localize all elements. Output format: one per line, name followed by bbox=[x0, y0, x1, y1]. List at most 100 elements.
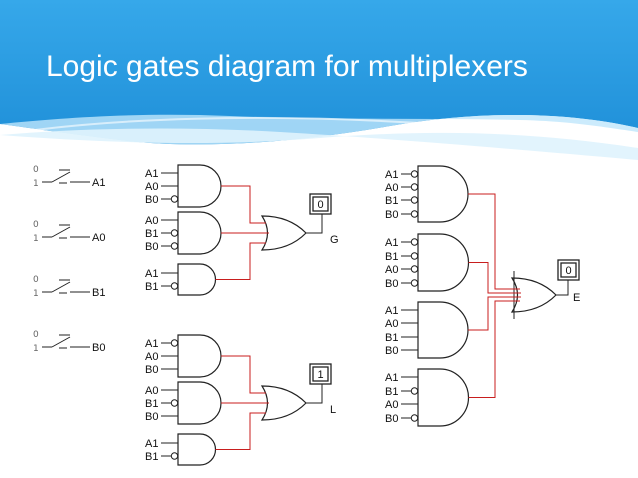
gate-input-label-b1: B1 bbox=[385, 332, 398, 344]
switch-lever bbox=[51, 281, 71, 293]
gate-input-label-a0: A0 bbox=[145, 351, 158, 363]
inverter-bubble bbox=[170, 399, 179, 407]
output-value: 1 bbox=[317, 369, 323, 381]
output-wire bbox=[306, 384, 323, 404]
and-gate bbox=[177, 263, 217, 296]
switch-zero-label: 0 bbox=[33, 330, 39, 340]
gate-input-label-b1: B1 bbox=[145, 281, 158, 293]
gate-input-label-a1: A1 bbox=[145, 438, 158, 450]
inverter-bubble bbox=[410, 183, 419, 191]
inverter-bubble bbox=[170, 229, 179, 237]
output-name-e: E bbox=[573, 292, 580, 304]
and-gate bbox=[417, 233, 470, 292]
gate-input-label-b1: B1 bbox=[145, 398, 158, 410]
and-gate bbox=[177, 211, 222, 255]
gate-input-label-a1: A1 bbox=[145, 168, 158, 180]
gate-input-label-a0: A0 bbox=[145, 215, 158, 227]
gate-input-label-b1: B1 bbox=[145, 228, 158, 240]
switch-name-b1: B1 bbox=[92, 287, 105, 299]
gate-input-label-b1: B1 bbox=[385, 251, 398, 263]
gate-input-label-b1: B1 bbox=[145, 451, 158, 463]
switch-lever bbox=[51, 336, 71, 348]
connection-wire bbox=[468, 296, 521, 331]
switch-name-a1: A1 bbox=[92, 177, 105, 189]
inverter-bubble bbox=[170, 339, 179, 347]
gate-input-label-a0: A0 bbox=[145, 385, 158, 397]
connection-wire bbox=[221, 355, 266, 394]
switch-name-b0: B0 bbox=[92, 342, 105, 354]
gate-input-label-a1: A1 bbox=[385, 372, 398, 384]
inverter-bubble bbox=[410, 170, 419, 178]
connection-wire bbox=[215, 242, 266, 280]
inverter-bubble bbox=[410, 414, 419, 422]
switch-zero-label: 0 bbox=[33, 220, 39, 230]
output-wire bbox=[556, 280, 569, 296]
gate-input-label-b0: B0 bbox=[145, 194, 158, 206]
gate-input-label-b0: B0 bbox=[145, 411, 158, 423]
connection-wire bbox=[221, 185, 266, 224]
inverter-bubble bbox=[170, 282, 179, 290]
gate-input-label-a0: A0 bbox=[385, 399, 398, 411]
gate-input-label-b0: B0 bbox=[385, 345, 398, 357]
switch-one-label: 1 bbox=[33, 344, 39, 354]
switch-one-label: 1 bbox=[33, 234, 39, 244]
switch-lever bbox=[51, 171, 71, 183]
output-indicator bbox=[560, 262, 577, 278]
output-value: 0 bbox=[317, 199, 323, 211]
and-gate bbox=[177, 334, 222, 378]
and-gate bbox=[177, 164, 222, 208]
output-name-g: G bbox=[330, 234, 339, 246]
output-wire bbox=[306, 214, 323, 234]
gate-input-label-a1: A1 bbox=[385, 169, 398, 181]
output-indicator bbox=[312, 366, 329, 382]
output-value: 0 bbox=[565, 265, 571, 277]
and-gate bbox=[417, 301, 469, 359]
inverter-bubble bbox=[170, 242, 179, 250]
and-gate bbox=[177, 381, 222, 425]
gate-input-label-b0: B0 bbox=[385, 278, 398, 290]
gate-input-label-b0: B0 bbox=[145, 364, 158, 376]
switch-zero-label: 0 bbox=[33, 165, 39, 175]
switch-name-a0: A0 bbox=[92, 232, 105, 244]
gate-input-label-b0: B0 bbox=[385, 413, 398, 425]
inverter-bubble bbox=[410, 252, 419, 260]
switch-zero-label: 0 bbox=[33, 275, 39, 285]
switch-lever bbox=[51, 226, 71, 238]
or-gate bbox=[510, 277, 557, 313]
gate-input-label-a1: A1 bbox=[145, 338, 158, 350]
gate-input-label-a1: A1 bbox=[145, 268, 158, 280]
gate-input-label-b0: B0 bbox=[385, 209, 398, 221]
gate-input-label-a0: A0 bbox=[385, 318, 398, 330]
inverter-bubble bbox=[170, 452, 179, 460]
connection-wire bbox=[215, 412, 266, 450]
inverter-bubble bbox=[410, 196, 419, 204]
gate-input-label-b1: B1 bbox=[385, 386, 398, 398]
gate-input-label-b1: B1 bbox=[385, 195, 398, 207]
inverter-bubble bbox=[410, 265, 419, 273]
and-gate bbox=[417, 368, 470, 427]
output-indicator bbox=[312, 196, 329, 212]
gate-input-label-a1: A1 bbox=[385, 237, 398, 249]
connection-wire bbox=[468, 193, 520, 290]
gate-input-label-a0: A0 bbox=[145, 181, 158, 193]
connection-wire bbox=[468, 300, 520, 398]
gate-input-label-a1: A1 bbox=[385, 305, 398, 317]
inverter-bubble bbox=[410, 279, 419, 287]
output-name-l: L bbox=[330, 404, 336, 416]
inverter-bubble bbox=[410, 210, 419, 218]
inverter-bubble bbox=[410, 238, 419, 246]
and-gate bbox=[177, 433, 217, 466]
connection-wire bbox=[468, 262, 521, 294]
gate-input-label-a0: A0 bbox=[385, 182, 398, 194]
page-title: Logic gates diagram for multiplexers bbox=[46, 50, 528, 83]
switch-one-label: 1 bbox=[33, 289, 39, 299]
header-banner bbox=[0, 0, 638, 160]
gate-input-label-b0: B0 bbox=[145, 241, 158, 253]
inverter-bubble bbox=[410, 387, 419, 395]
inverter-bubble bbox=[170, 195, 179, 203]
and-gate bbox=[417, 165, 469, 223]
switch-one-label: 1 bbox=[33, 179, 39, 189]
gate-input-label-a0: A0 bbox=[385, 264, 398, 276]
